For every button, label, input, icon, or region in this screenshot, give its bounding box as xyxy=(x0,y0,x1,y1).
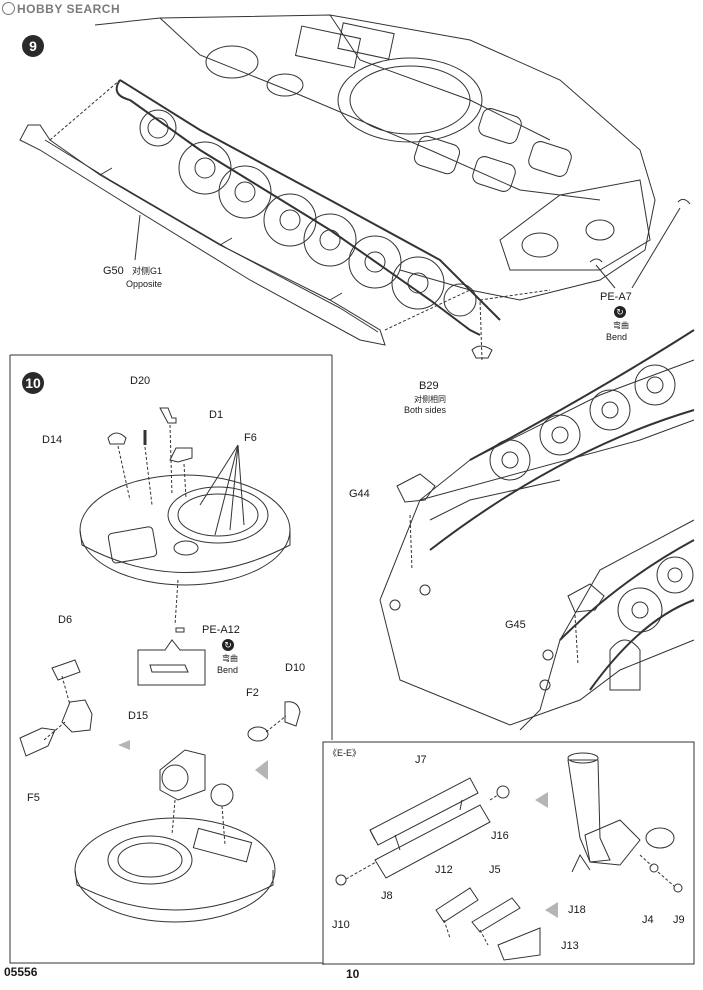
label-g45: G45 xyxy=(505,619,526,631)
hobby-search-logo-icon xyxy=(2,2,15,15)
label-pe-a12-bend-cn: 弯曲 xyxy=(222,654,238,663)
j16-part xyxy=(496,785,510,799)
d10-part xyxy=(284,701,301,727)
section-ee-drawing xyxy=(335,752,683,961)
label-j9: J9 xyxy=(673,914,685,926)
label-f5: F5 xyxy=(27,792,40,804)
bend-icon: ↻ xyxy=(614,306,626,318)
j10-part xyxy=(335,874,347,886)
bend-icon: ↻ xyxy=(222,639,234,651)
pe-a7-part-right xyxy=(677,198,691,205)
label-j7: J7 xyxy=(415,754,427,766)
label-d6: D6 xyxy=(58,614,73,626)
pe-a7-part-left xyxy=(589,258,603,263)
d15-part xyxy=(61,699,93,733)
page-number: 10 xyxy=(346,967,360,981)
label-j13: J13 xyxy=(561,940,579,952)
label-j8: J8 xyxy=(381,890,393,902)
step10-turret-upper-drawing xyxy=(79,407,291,686)
label-b29-both-sides-cn: 对侧相同 xyxy=(414,395,446,404)
f6-part xyxy=(169,447,193,463)
section-ee-title: 《E-E》 xyxy=(328,748,362,758)
g45-part xyxy=(567,583,605,613)
label-f6: F6 xyxy=(244,432,257,444)
label-j4: J4 xyxy=(642,914,654,926)
label-pe-a7-bend-en: Bend xyxy=(606,332,628,342)
label-b29-both-sides-en: Both sides xyxy=(404,405,447,415)
step9-rear-hull-drawing xyxy=(379,329,695,731)
label-pe-a12-bend-en: Bend xyxy=(217,665,239,675)
j9-part xyxy=(673,883,683,893)
label-g50: G50 xyxy=(103,265,124,277)
label-d14: D14 xyxy=(42,434,63,446)
step-10-badge: 10 xyxy=(22,372,44,394)
g50-side-skirt-drawing xyxy=(19,79,471,346)
step9-track-drawing xyxy=(115,79,501,336)
j12-part xyxy=(435,887,479,923)
j7-part xyxy=(369,777,479,846)
label-g44: G44 xyxy=(349,488,370,500)
f5-part xyxy=(19,727,56,757)
d14-part xyxy=(107,432,127,445)
label-j10: J10 xyxy=(332,919,350,931)
step-9-badge: 9 xyxy=(22,35,44,57)
g44-part xyxy=(396,473,436,503)
label-j5: J5 xyxy=(489,864,501,876)
label-pe-a7-bend-cn: 弯曲 xyxy=(613,321,629,330)
j18-tube xyxy=(567,759,611,863)
section-ee-frame xyxy=(322,741,695,965)
step10-turret-lower-drawing xyxy=(74,749,276,923)
label-j12: J12 xyxy=(435,864,453,876)
label-pe-a12: PE-A12 xyxy=(202,624,240,636)
label-j16: J16 xyxy=(491,830,509,842)
label-j18: J18 xyxy=(568,904,586,916)
j8-part xyxy=(374,804,491,879)
label-d10: D10 xyxy=(285,662,306,674)
label-d15: D15 xyxy=(128,710,149,722)
j4-part xyxy=(649,863,659,873)
d1-part xyxy=(159,407,177,424)
j13-part xyxy=(497,927,541,961)
label-d1: D1 xyxy=(209,409,224,421)
label-g50-opposite-en: Opposite xyxy=(126,279,163,289)
label-pe-a7: PE-A7 xyxy=(600,291,632,303)
model-number: 05556 xyxy=(4,965,38,979)
f2-part xyxy=(247,726,269,742)
direction-arrows xyxy=(118,740,558,918)
label-b29: B29 xyxy=(419,380,439,392)
label-f2: F2 xyxy=(246,687,259,699)
label-g50-opposite-cn: 对侧G1 xyxy=(132,266,163,276)
j5-part xyxy=(471,897,521,933)
d6-part xyxy=(51,659,81,681)
b29-part xyxy=(471,345,493,359)
pe-a12-part xyxy=(175,627,185,633)
step10-frame xyxy=(9,355,324,965)
hobby-search-watermark: HOBBY SEARCH xyxy=(2,2,120,16)
label-d20: D20 xyxy=(130,375,151,387)
step9-hull-drawing xyxy=(94,14,656,301)
